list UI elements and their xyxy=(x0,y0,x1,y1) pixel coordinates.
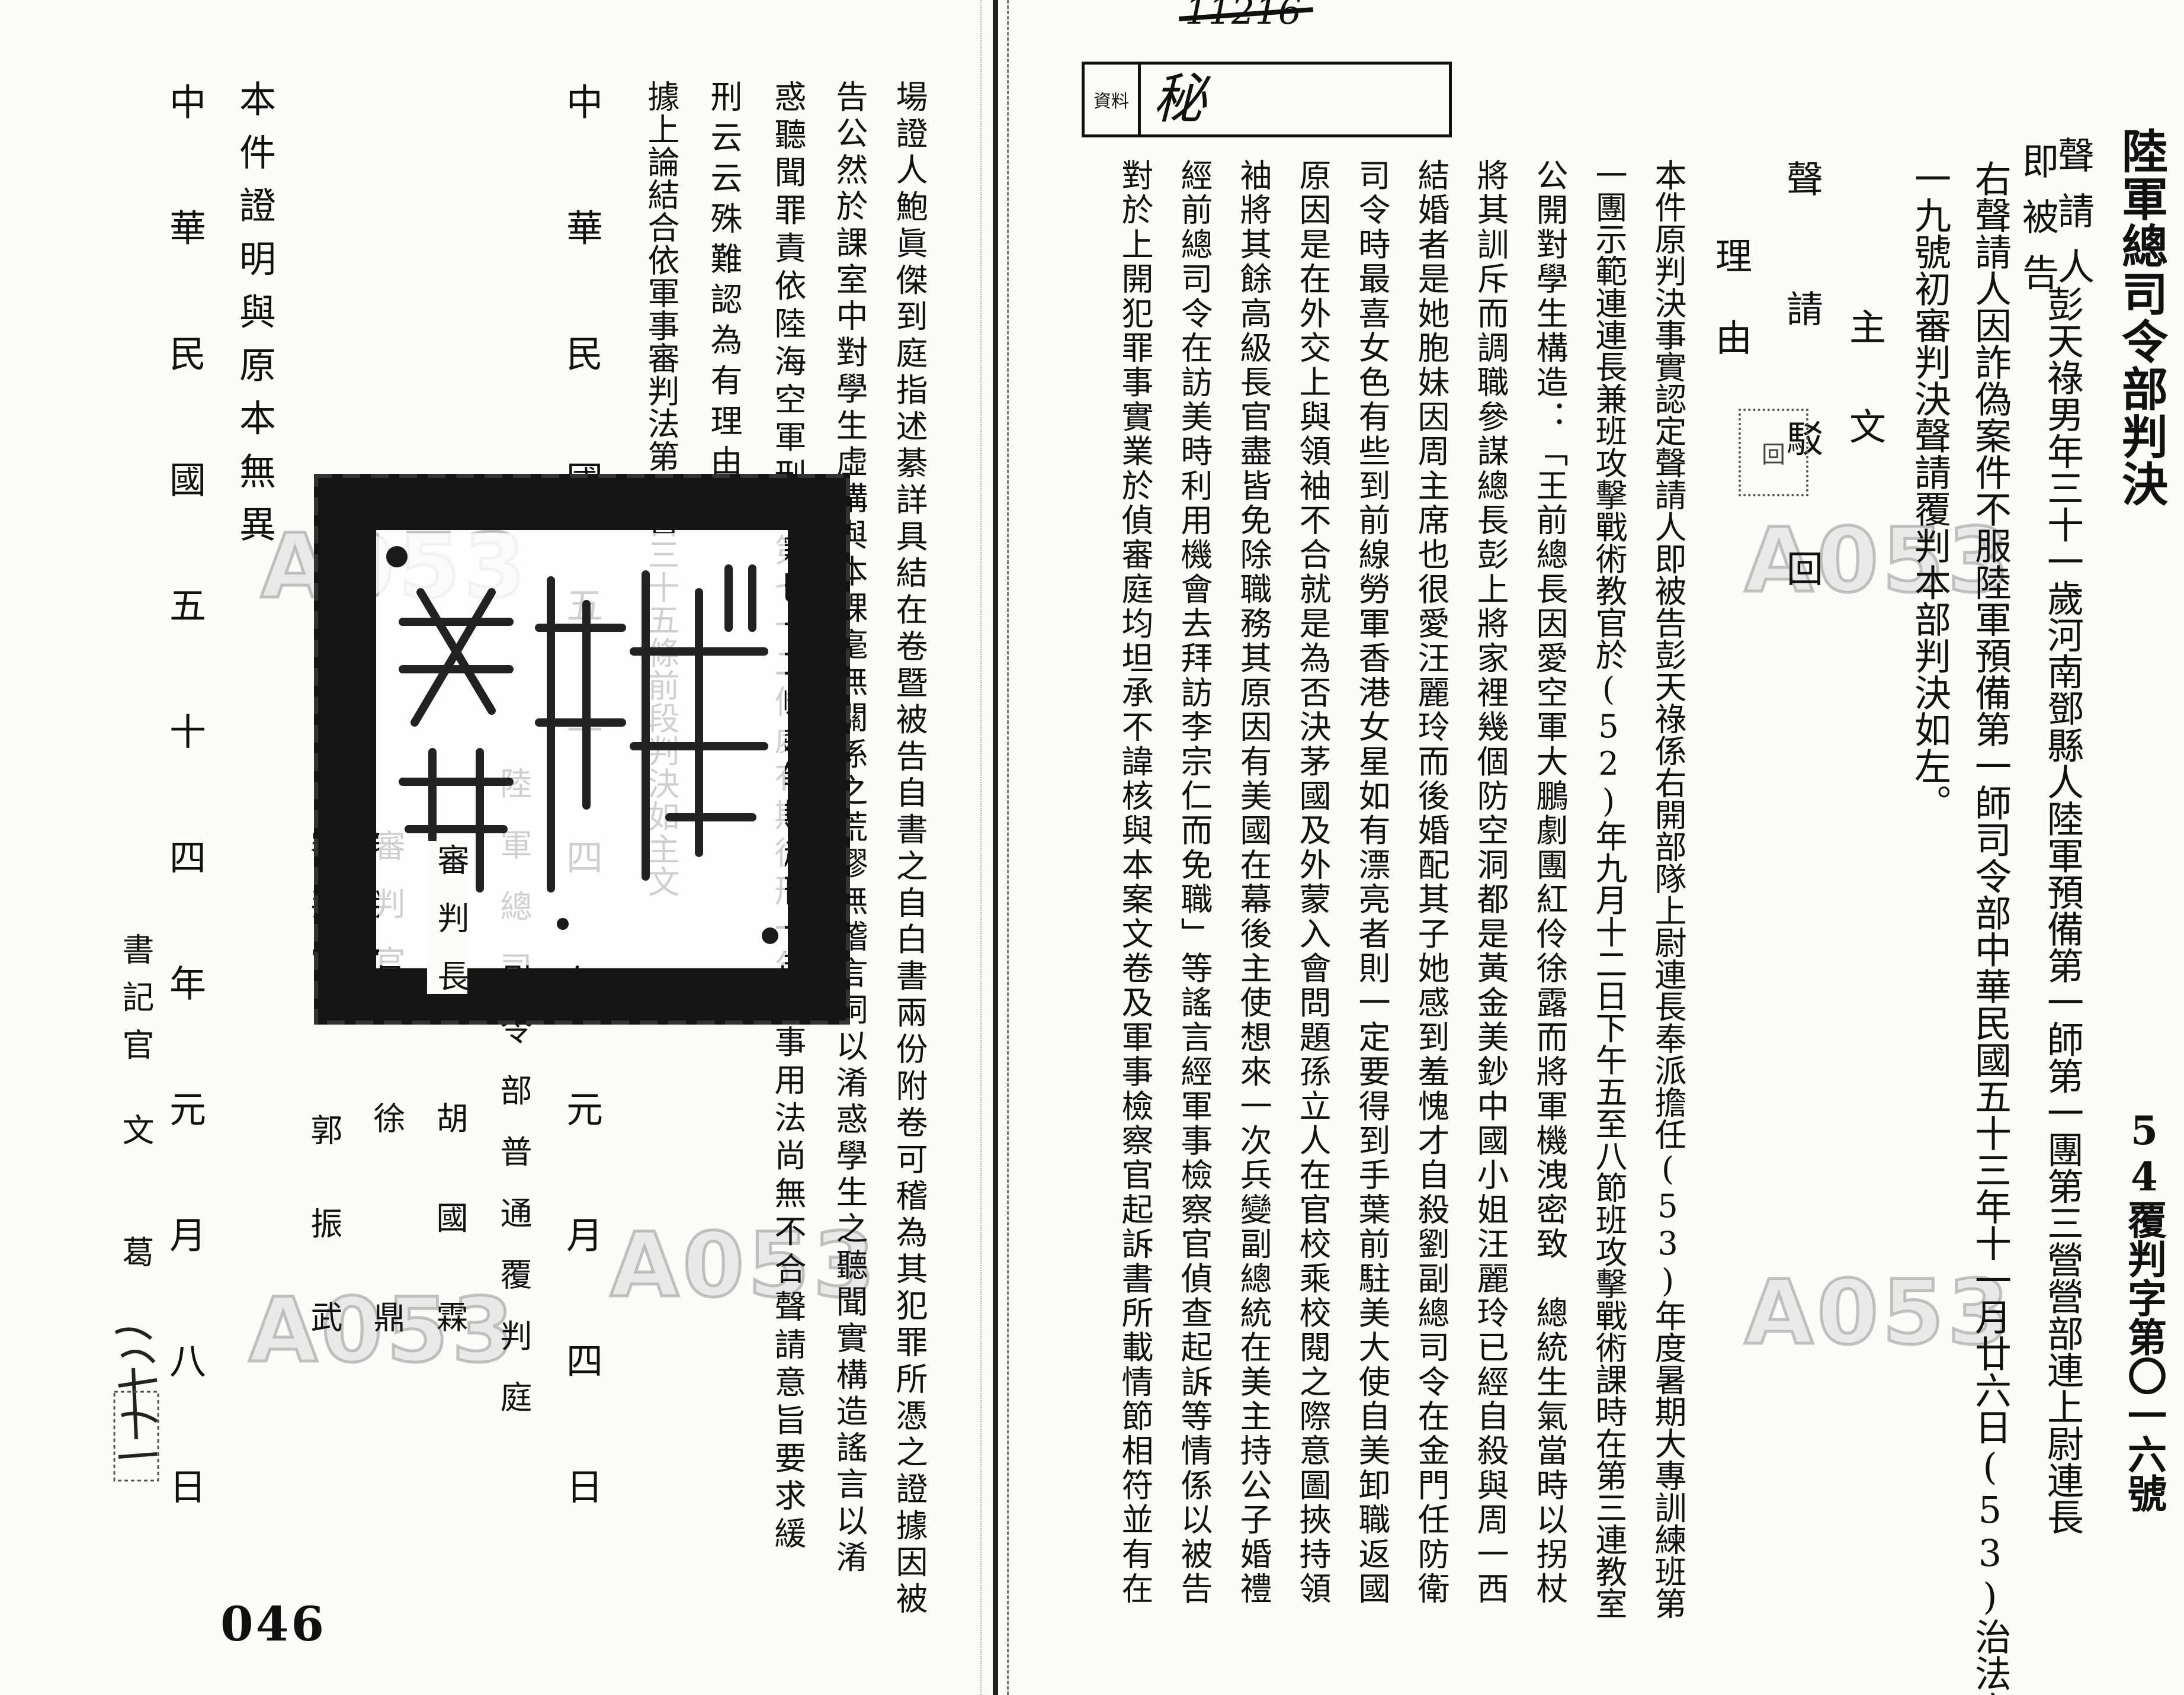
classification-value: 秘 xyxy=(1153,68,1206,130)
page-fold-line xyxy=(993,0,998,1695)
presiding-judge-name: 胡國霖 xyxy=(431,1102,468,1333)
official-seal-icon xyxy=(314,474,850,1025)
page-fold-dashes xyxy=(1007,0,1009,1695)
body-line: 一團示範連連長兼班攻擊戰術教官於(52)年九月十二日下午五至八節班攻擊戰術課時在… xyxy=(1590,159,1627,1619)
party-label-petitioner: 聲請人 xyxy=(2051,136,2095,284)
main-text-heading: 主文 xyxy=(1843,308,1886,444)
page-fold-shadow xyxy=(980,0,982,1695)
judge-2-name: 郭振武 xyxy=(305,1113,342,1333)
body-line: 結婚者是她胞妹因周主席也很愛汪麗玲而後婚配其子她感到羞愧才自殺劉副總司令在金門任… xyxy=(1412,159,1449,1604)
body-line: 司令時最喜女色有些到前線勞軍香港女星如有漂亮者則一定要得到手葉前駐美大使自美卸職… xyxy=(1353,159,1390,1604)
watermark: A053 xyxy=(608,1213,879,1319)
main-text: 聲請駁回 xyxy=(1780,160,1823,586)
certification-date: 中華民國五十四年元月八日 xyxy=(163,83,206,1504)
watermark: A053 xyxy=(247,1278,518,1384)
body-line: 將其訓斥而調職參謀總長彭上將家裡幾個防空洞都是黃金美鈔中國小姐汪麗玲已經自殺與周… xyxy=(1471,159,1509,1604)
body-line: 刑云云殊難認為有理由 xyxy=(705,80,742,477)
body-line: 對於上開犯罪事實業於偵審庭均坦承不諱核與本案文卷及軍事檢察官起訴書所載情節相符並… xyxy=(1116,159,1153,1604)
page-number: 046 xyxy=(220,1596,326,1652)
body-line: 原因是在外交上與領袖不合就是為否決茅國及外蒙入會問題孫立人在官校乘校閱之際意圖挾… xyxy=(1294,159,1331,1604)
intro-line: 一九號初審判決聲請覆判本部判決如左。 xyxy=(1908,160,1951,821)
classification-box: 資料 秘 xyxy=(1082,62,1452,137)
watermark: A053 xyxy=(1743,508,2013,614)
reason-heading: 理由 xyxy=(1709,237,1752,355)
document-title: 陸軍總司令部判決 xyxy=(2114,127,2168,506)
body-line: 本件原判決事實認定聲請人即被告彭天祿係右開部隊上尉連長奉派擔任(53)年度暑期大… xyxy=(1649,159,1686,1619)
clerk-title: 書記官 xyxy=(117,933,154,1060)
classification-label: 資料 xyxy=(1085,65,1141,134)
body-line: 經前總司令在訪美時利用機會去拜訪李宗仁而免職」等謠言經軍事檢察官偵查起訴等情係以… xyxy=(1175,159,1213,1604)
body-line: 袖將其餘高級長官盡皆免除職務其原因有美國在幕後主使想來一次兵變副總統在美主持公子… xyxy=(1234,159,1272,1604)
struck-archive-number: 11216 xyxy=(1185,0,1301,33)
intro-line: 右聲請人因詐偽案件不服陸軍預備第一師司令部中華民國五十三年十一月廿六日(53)治… xyxy=(1968,160,2012,1695)
certification-statement: 本件證明與原本無異 xyxy=(233,80,276,542)
body-line: 公開對學生構造：「王前總長因愛空軍大鵬劇團紅伶徐露而將軍機洩密致 總統生氣當時以… xyxy=(1531,159,1568,1604)
body-line: 場證人鮑眞傑到庭指述綦詳具結在卷暨被告自書之自白書兩份附卷可稽為其犯罪所憑之證據… xyxy=(890,80,928,1614)
presiding-judge-title: 審判長 xyxy=(427,841,469,994)
case-number: 54覆判字第〇一六號 xyxy=(2121,1107,2167,1513)
judge-1-name: 徐鼎 xyxy=(368,1102,405,1333)
party-label-defendant: 即被告 xyxy=(2016,142,2059,290)
party-detail: 彭天祿男年三十一歲河南鄧縣人陸軍預備第一師第一團第三營營部連上尉連長 xyxy=(2041,285,2084,1535)
watermark: A053 xyxy=(1743,1260,2013,1366)
approval-stamp: 回 xyxy=(1739,409,1808,496)
clerk-name: 文葛 xyxy=(117,1113,154,1267)
clerk-signature-seal xyxy=(113,1327,159,1482)
